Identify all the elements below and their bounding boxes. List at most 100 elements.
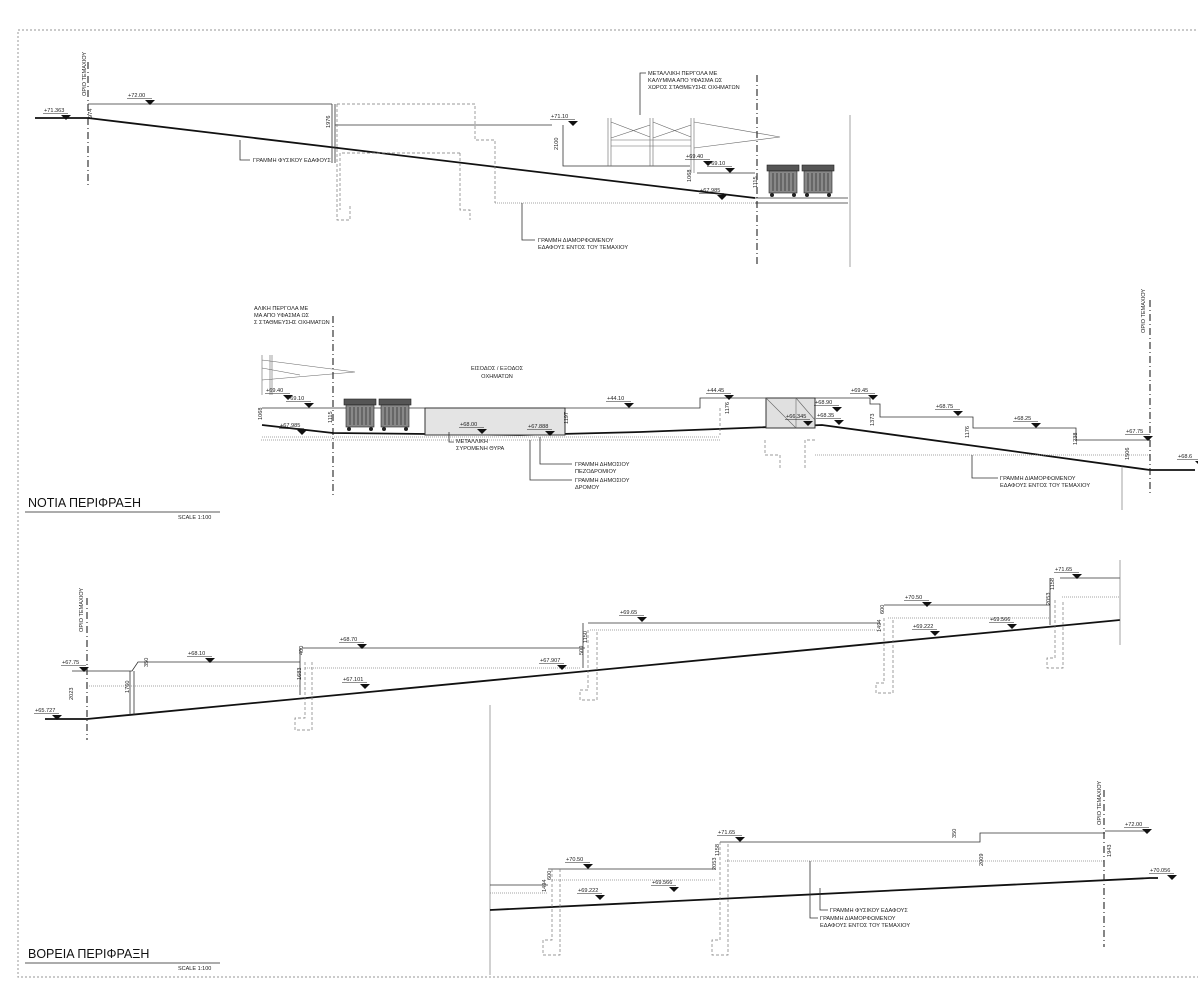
sidewalk-label-1: ΓΡΑΜΜΗ ΔΗΜΟΣΙΟΥ bbox=[575, 462, 630, 468]
dimension-label: 1176 bbox=[965, 426, 971, 438]
plot-boundary-label: ΟΡΙΟ ΤΕΜΑΧΙΟΥ bbox=[79, 588, 85, 632]
elevation-marker: +69.566 bbox=[651, 880, 679, 892]
elevation-label: +69.566 bbox=[652, 880, 672, 886]
elevation-label: +67.985 bbox=[280, 423, 300, 429]
level-triangle-icon bbox=[1031, 423, 1041, 428]
dimension-label: 1068 bbox=[258, 408, 264, 420]
pergola-leader bbox=[639, 72, 646, 115]
elevation-marker: +72.00 bbox=[1124, 822, 1152, 834]
elevation-label: +68.6 bbox=[1178, 454, 1192, 460]
sidewalk-label-2: ΠΕΖΟΔΡΟΜΙΟΥ bbox=[575, 469, 617, 475]
elevation-label: +44.45 bbox=[707, 388, 724, 394]
formed-ground-label-1: ΓΡΑΜΜΗ ΔΙΑΜΟΡΦΩΜΕΝΟΥ bbox=[820, 916, 896, 922]
elevation-label: +67.101 bbox=[343, 677, 363, 683]
formed-ground-label-1: ΓΡΑΜΜΗ ΔΙΑΜΟΡΦΩΜΕΝΟΥ bbox=[1000, 476, 1076, 482]
dimension-label: 600 bbox=[547, 871, 553, 880]
fence-posts bbox=[129, 578, 1051, 715]
elevation-label: +68.00 bbox=[460, 422, 477, 428]
elevation-marker: +67.985 bbox=[699, 188, 727, 200]
elevation-label: +72.00 bbox=[128, 93, 145, 99]
dimension-label: 1068 bbox=[687, 170, 693, 182]
elevation-marker: +69.222 bbox=[577, 888, 605, 900]
dimension-label: 1943 bbox=[1107, 845, 1113, 857]
elevation-label: +71.363 bbox=[44, 108, 64, 114]
footing-outline bbox=[294, 600, 1064, 731]
elevation-marker: +69.566 bbox=[989, 617, 1017, 629]
elevation-label: +70.056 bbox=[1150, 868, 1170, 874]
dimension-label: 2053 bbox=[1046, 593, 1052, 605]
elevation-label: +72.00 bbox=[1125, 822, 1142, 828]
level-triangle-icon bbox=[717, 195, 727, 200]
dimension-label: 500 bbox=[579, 646, 585, 655]
elevation-label: +67.75 bbox=[62, 660, 79, 666]
elevation-marker: +70.50 bbox=[565, 857, 593, 869]
dimension-label: 974 bbox=[88, 109, 94, 118]
elevation-label: +69.40 bbox=[266, 388, 283, 394]
dimension-label: 1158 bbox=[715, 844, 721, 856]
level-triangle-icon bbox=[922, 602, 932, 607]
elevation-label: +67.907 bbox=[540, 658, 560, 664]
north-elevation-part-2: ΓΡΑΜΜΗ ΦΥΣΙΚΟΥ ΕΔΑΦΟΥΣ ΓΡΑΜΜΗ ΔΙΑΜΟΡΦΩΜΕ… bbox=[25, 781, 1158, 972]
fence-profile bbox=[72, 577, 1120, 672]
dimension-label: 1976 bbox=[326, 116, 332, 128]
elevation-label: +71.10 bbox=[551, 114, 568, 120]
level-triangle-icon bbox=[637, 617, 647, 622]
dimension-label: 1176 bbox=[725, 402, 731, 414]
dimension-label: 2100 bbox=[554, 138, 560, 150]
road-label-1: ΓΡΑΜΜΗ ΔΗΜΟΣΙΟΥ bbox=[575, 478, 630, 484]
dimension-label: 1115 bbox=[753, 176, 759, 188]
waste-bin-icon bbox=[801, 164, 835, 197]
dimension-label: 350 bbox=[952, 829, 958, 838]
waste-bin-icon bbox=[343, 398, 377, 431]
door-hatch bbox=[765, 397, 816, 429]
gate-label-2: ΣΥΡΟΜΕΝΗ ΘΥΡΑ bbox=[456, 446, 505, 452]
dimension-label: 1238 bbox=[1073, 433, 1079, 445]
fence-profile bbox=[262, 397, 1150, 441]
pergola-note-2: ΚΑΛΥΜΜΑ ΑΠΟ ΥΦΑΣΜΑ ΩΣ bbox=[648, 78, 723, 84]
formed-ground-leader bbox=[971, 455, 998, 479]
north-scale: SCALE 1:100 bbox=[178, 966, 211, 972]
pergola-note-cropped-2: ΜΑ ΑΠΟ ΥΦΑΣΜΑ ΩΣ bbox=[254, 313, 310, 319]
pergola-note-cropped-1: ΑΛΙΚΗ ΠΕΡΓΟΛΑ ΜΕ bbox=[254, 306, 309, 312]
elevation-label: +69.10 bbox=[708, 161, 725, 167]
formed-ground-label-1: ΓΡΑΜΜΗ ΔΙΑΜΟΡΦΩΜΕΝΟΥ bbox=[538, 238, 614, 244]
level-triangle-icon bbox=[145, 100, 155, 105]
elevation-marker: +67.907 bbox=[539, 658, 567, 670]
level-triangle-icon bbox=[297, 430, 307, 435]
level-triangle-icon bbox=[304, 403, 314, 408]
pergola-note-cropped-3: Σ ΣΤΑΘΜΕΥΣΗΣ ΟΧΗΜΑΤΩΝ bbox=[254, 320, 330, 326]
dimension-label: 1494 bbox=[877, 620, 883, 632]
level-triangle-icon bbox=[595, 895, 605, 900]
natural-ground-line bbox=[45, 619, 1121, 720]
level-triangle-icon bbox=[834, 420, 844, 425]
south-elevation-title: ΝΟΤΙΑ ΠΕΡΙΦΡΑΞΗ bbox=[28, 496, 141, 510]
dimension-label: 1197 bbox=[564, 412, 570, 424]
level-triangle-icon bbox=[1007, 624, 1017, 629]
elevation-label: +65.727 bbox=[35, 708, 55, 714]
pergola bbox=[607, 118, 781, 173]
elevation-label: +69.222 bbox=[913, 624, 933, 630]
elevation-label: +69.45 bbox=[851, 388, 868, 394]
level-triangle-icon bbox=[360, 684, 370, 689]
elevation-marker: +68.70 bbox=[339, 637, 367, 649]
elevation-marker: +67.888 bbox=[527, 424, 555, 436]
dimension-label: 1494 bbox=[542, 880, 548, 892]
formed-ground-line bbox=[490, 860, 1105, 894]
level-triangle-icon bbox=[725, 168, 735, 173]
natural-ground-label: ΓΡΑΜΜΗ ΦΥΣΙΚΟΥ ΕΔΑΦΟΥΣ bbox=[830, 908, 908, 914]
elevation-marker: +69.222 bbox=[912, 624, 940, 636]
level-triangle-icon bbox=[703, 161, 713, 166]
elevation-label: +69.566 bbox=[990, 617, 1010, 623]
level-triangle-icon bbox=[868, 395, 878, 400]
dimension-label: 1115 bbox=[328, 411, 334, 423]
dimension-label: 1373 bbox=[870, 414, 876, 426]
ground-line bbox=[261, 424, 1195, 471]
level-triangle-icon bbox=[1142, 829, 1152, 834]
elevation-label: +70.50 bbox=[566, 857, 583, 863]
fence-profile bbox=[490, 830, 1150, 886]
elevation-marker: +69.10 bbox=[707, 161, 735, 173]
dimension-label: 1760 bbox=[125, 681, 131, 693]
natural-ground-leader bbox=[819, 888, 828, 911]
south-elevation-part-1: ΟΡΙΟ ΤΕΜΑΧΙΟΥ ΓΡΑΜΜΗ ΦΥΣΙΚΟΥ ΕΔΑΦΟΥΣ ΓΡΑ… bbox=[35, 52, 851, 267]
elevation-marker: +71.65 bbox=[717, 830, 745, 842]
